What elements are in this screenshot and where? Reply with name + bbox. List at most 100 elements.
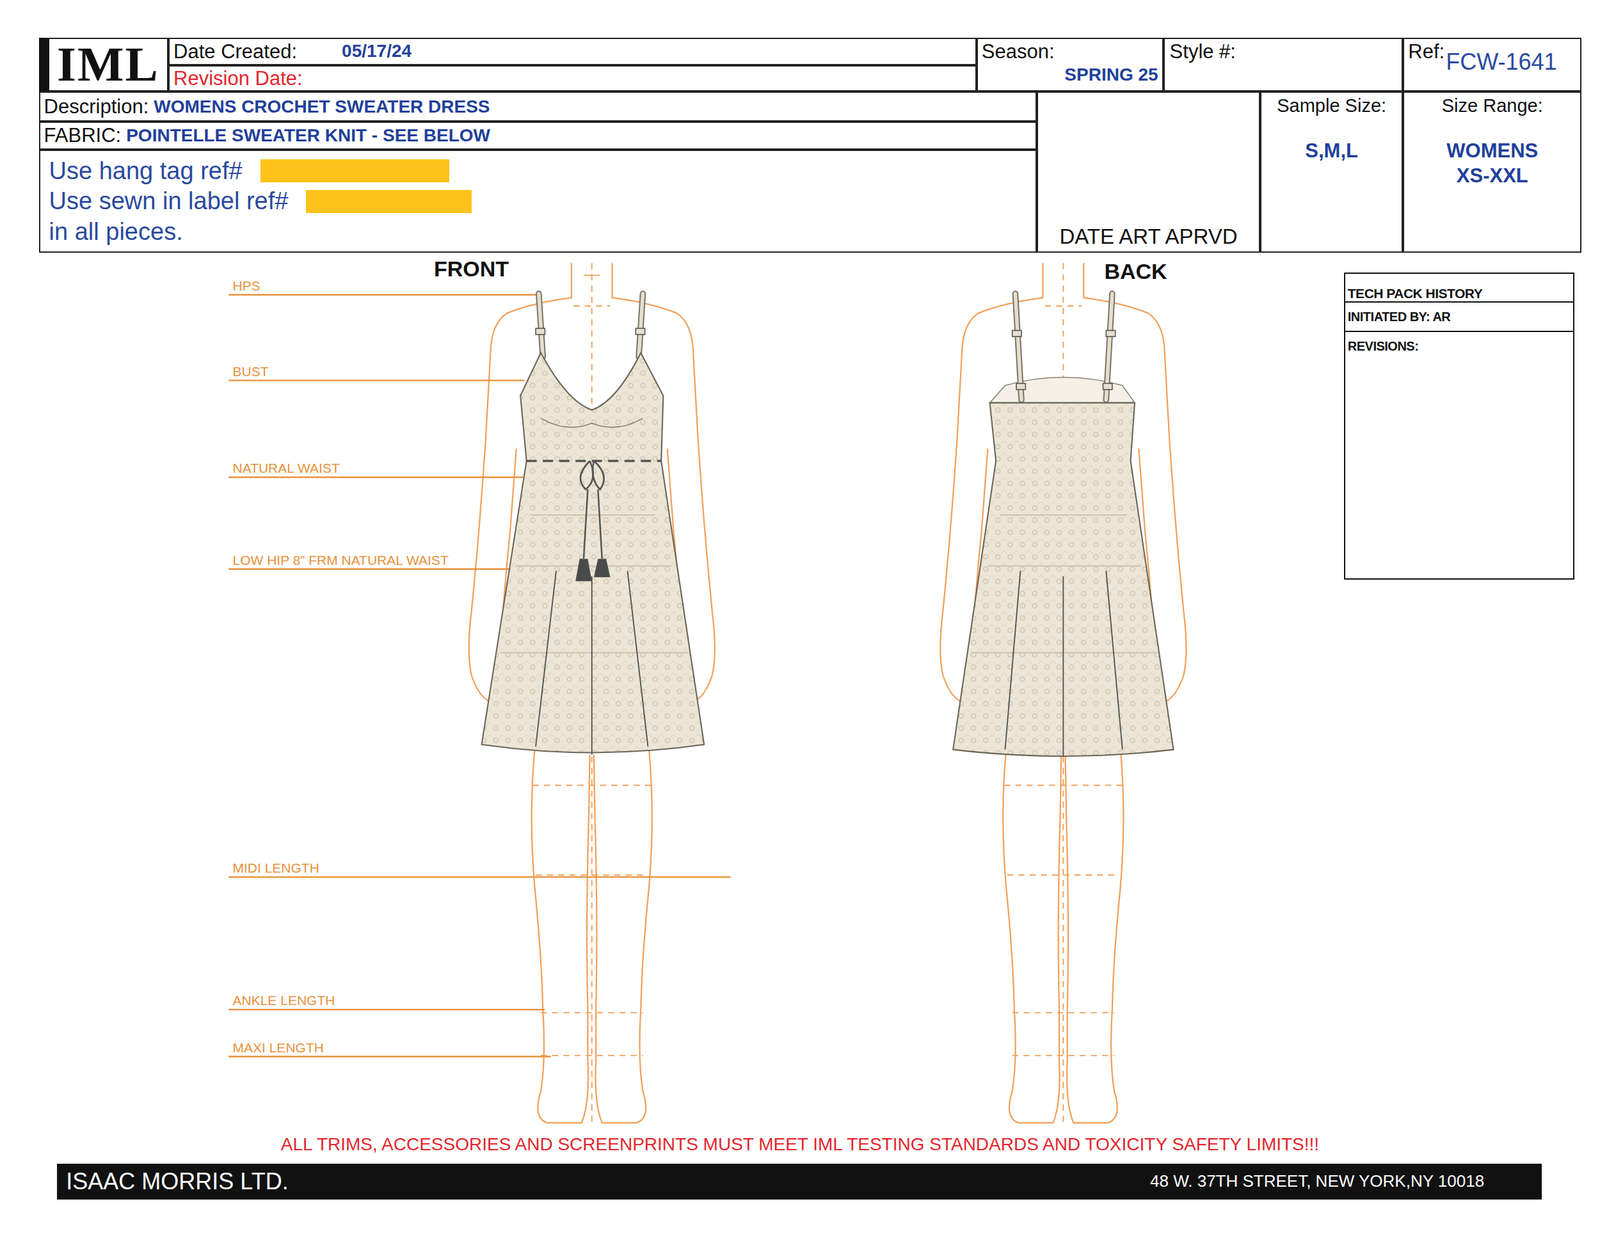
text-row: Use sewn in label ref# [49, 186, 1036, 217]
field-label: Size Range: [1441, 95, 1544, 116]
drawing-part [228, 568, 512, 570]
history-entry: INITIATED BY: AR [1347, 309, 1451, 325]
warning-note: ALL TRIMS, ACCESSORIES AND SCREENPRINTS … [280, 1136, 1320, 1154]
text-row: TECH PACK HISTORY [1345, 273, 1574, 303]
season-cell: Season: SPRING 25 [976, 37, 1164, 93]
drawing-part [635, 328, 645, 335]
fabric-cell: FABRIC:POINTELLE SWEATER KNIT - SEE BELO… [39, 121, 1037, 151]
field-label: Description: [44, 95, 150, 118]
sample-size-cell: Sample Size:S,M,L [1260, 91, 1403, 253]
field-label: Style #: [1169, 40, 1236, 63]
text-row: Style #: [1169, 40, 1398, 64]
drawing-part [228, 476, 526, 479]
measure-label: BUST [232, 364, 269, 379]
drawing-part [592, 461, 605, 491]
text-row: SPRING 25 [1064, 64, 1158, 86]
description-cell: Description:WOMENS CROCHET SWEATER DRESS [39, 91, 1037, 121]
drawing-part [593, 559, 611, 578]
drawing-part [535, 571, 648, 756]
text-row: Date Created: [173, 40, 297, 64]
back-dress [952, 293, 1174, 758]
drawing-part [583, 274, 601, 276]
drawing-part [540, 418, 643, 428]
field-value: WOMENS CROCHET SWEATER DRESS [153, 96, 490, 117]
drawing-part [971, 515, 1158, 653]
drawing-part [538, 293, 543, 358]
leader-lines [228, 295, 731, 1058]
drawing-part [228, 876, 731, 879]
text-row: 05/17/24 [341, 40, 412, 62]
text-row: Use hang tag ref# [49, 156, 1036, 187]
text-row: INITIATED BY: AR [1345, 302, 1574, 333]
back-croquis [940, 263, 1186, 1124]
measure-label: LOW HIP 8” FRM NATURAL WAIST [232, 553, 449, 568]
drawing-part [638, 293, 643, 358]
text-row: Size Range: [1441, 95, 1544, 117]
front-dress [481, 293, 705, 756]
front-croquis [469, 263, 715, 1124]
text-row: in all pieces. [49, 216, 1036, 248]
drawing-part [499, 515, 689, 653]
style-cell: Style #: [1163, 37, 1404, 93]
drawing-part [638, 293, 643, 358]
field-label: Season: [981, 40, 1055, 63]
logo-cell: IML [39, 37, 169, 93]
drawing-part [538, 293, 543, 358]
instruction-text: Use sewn in label ref# [49, 186, 289, 217]
drawing-part [228, 293, 541, 296]
drawing-part [990, 377, 1135, 404]
field-value: FCW-1641 [1445, 48, 1557, 75]
field-label: DATE ART APRVD [1059, 224, 1238, 249]
text-row: Ref: [1408, 40, 1445, 64]
measure-label: ANKLE LENGTH [232, 993, 336, 1008]
field-label: Ref: [1408, 40, 1445, 63]
drawing-part [1105, 330, 1115, 337]
drawing-part [228, 1056, 552, 1058]
text-row: ISAAC MORRIS LTD. [65, 1168, 288, 1196]
company-address: 48 W. 37TH STREET, NEW YORK,NY 10018 [1150, 1171, 1485, 1192]
ref-cell: Ref:FCW-1641 [1402, 37, 1582, 93]
instruction-text: in all pieces. [49, 216, 184, 248]
revision-cell: Revision Date: [168, 65, 977, 92]
label-instructions-cell: Use hang tag ref#Use sewn in label ref#i… [39, 149, 1037, 253]
drawing-part [1004, 571, 1122, 758]
history-heading: TECH PACK HISTORY [1347, 285, 1483, 302]
history-box: TECH PACK HISTORY INITIATED BY: AR REVISIO… [1344, 272, 1575, 580]
field-label: Revision Date: [173, 67, 303, 90]
drawing-part [952, 403, 1174, 757]
field-value: 05/17/24 [341, 40, 412, 61]
measure-label: NATURAL WAIST [232, 461, 340, 475]
view-label: FRONT [433, 257, 509, 280]
drawing-part [575, 559, 592, 582]
drawing-part [1012, 330, 1022, 337]
field-label: Sample Size: [1276, 95, 1387, 116]
field-label: FABRIC: [44, 124, 122, 147]
redaction-block [260, 159, 450, 183]
text-row: 48 W. 37TH STREET, NEW YORK,NY 10018 [1150, 1171, 1485, 1192]
text-row: FCW-1641 [1445, 49, 1557, 75]
field-label: Date Created: [173, 40, 297, 63]
drawing-part [1103, 383, 1113, 390]
drawing-part [583, 489, 603, 559]
footer-bar: ISAAC MORRIS LTD. 48 W. 37TH STREET, NEW … [56, 1164, 1542, 1200]
company-name: ISAAC MORRIS LTD. [65, 1168, 288, 1195]
measure-label: HPS [232, 279, 261, 293]
history-entry: REVISIONS: [1347, 339, 1419, 354]
text-row: Revision Date: [173, 67, 303, 91]
text-row: DATE ART APRVD [1059, 224, 1238, 249]
text-row: WOMENS CROCHET SWEATER DRESS [153, 96, 490, 118]
text-row: FABRIC: [44, 124, 122, 148]
text-row: WOMENS XS-XXL [1438, 138, 1547, 189]
field-value: POINTELLE SWEATER KNIT - SEE BELOW [126, 125, 491, 146]
drawing-part [535, 328, 545, 335]
logo-text: IML [56, 37, 160, 92]
field-value: SPRING 25 [1064, 64, 1158, 85]
drawing-part [1016, 383, 1026, 390]
text-row: POINTELLE SWEATER KNIT - SEE BELOW [126, 125, 491, 146]
drawing-part [228, 1009, 545, 1011]
field-value: WOMENS XS-XXL [1446, 139, 1538, 187]
drawing-part [228, 379, 525, 381]
measure-label: MAXI LENGTH [232, 1041, 324, 1055]
text-row: Season: [981, 40, 1159, 64]
